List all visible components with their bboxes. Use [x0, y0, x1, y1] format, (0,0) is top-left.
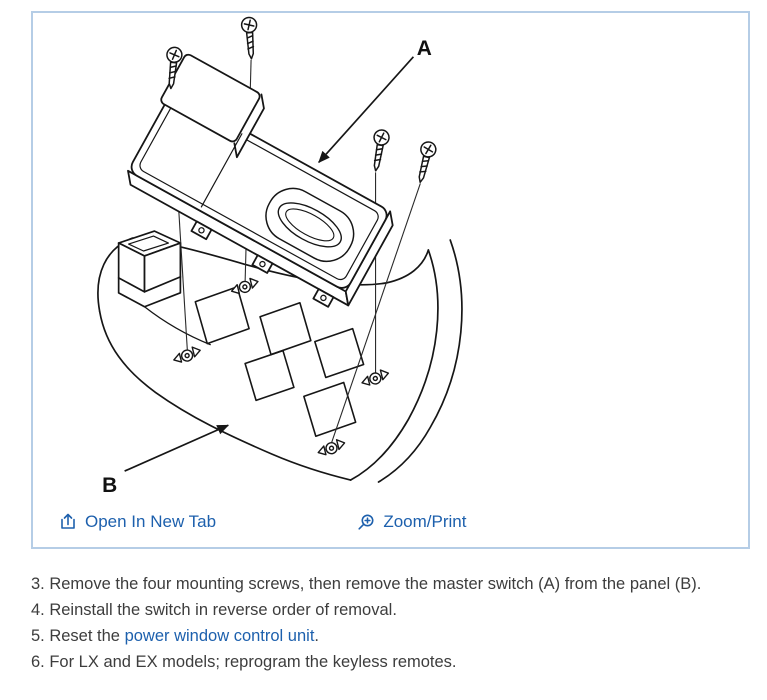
switch-oval-recess — [265, 187, 355, 263]
zoom-print-link[interactable]: Zoom/Print — [357, 512, 466, 532]
mounting-screw-2 — [240, 16, 260, 60]
open-in-new-tab-label: Open In New Tab — [85, 511, 217, 531]
figure-toolbar: Open In New Tab Zoom/Print — [33, 503, 748, 547]
step-5-suffix: . — [314, 626, 320, 645]
step-5-prefix: 5. Reset the — [31, 626, 125, 645]
switch-raised-block — [160, 53, 265, 159]
instruction-step-6: 6. For LX and EX models; reprogram the k… — [31, 652, 457, 671]
switch-holes — [194, 286, 365, 438]
arrow-b — [124, 424, 230, 472]
master-switch — [127, 53, 394, 308]
mounting-screw-3 — [367, 128, 391, 173]
instruction-step-5: 5. Reset the power window control unit. — [31, 623, 750, 649]
open-in-new-tab-link[interactable]: Open In New Tab — [59, 512, 357, 532]
screw-boss-4 — [315, 437, 348, 458]
figure-box: A B Open In New Tab Zoom/Print — [31, 11, 750, 549]
open-in-new-tab-icon — [61, 513, 75, 529]
instruction-step-4: 4. Reinstall the switch in reverse order… — [31, 600, 397, 619]
mounting-screw-4 — [412, 139, 439, 185]
instruction-step-3: 3. Remove the four mounting screws, then… — [31, 574, 702, 593]
panel-pocket — [117, 230, 182, 308]
label-b: B — [102, 474, 117, 497]
instructions: 3. Remove the four mounting screws, then… — [31, 571, 750, 675]
arrow-a — [318, 56, 415, 164]
master-switch-diagram: A B — [97, 16, 463, 497]
zoom-print-label: Zoom/Print — [383, 511, 467, 531]
mounting-tabs — [190, 220, 335, 308]
zoom-icon — [358, 514, 374, 530]
power-window-control-unit-link[interactable]: power window control unit — [124, 626, 315, 645]
label-a: A — [417, 37, 432, 60]
callout-arrows — [124, 56, 415, 472]
door-panel — [97, 230, 463, 483]
